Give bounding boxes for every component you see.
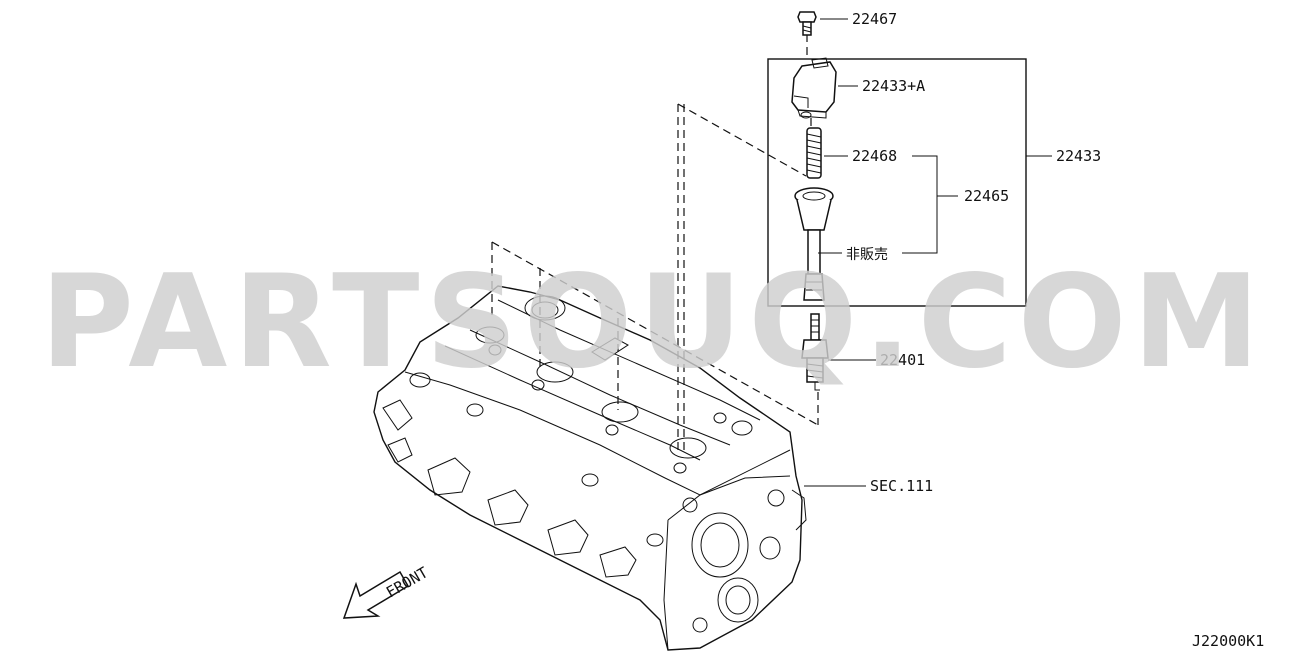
callout-22433a: 22433+A (862, 77, 925, 95)
cylinder-head (373, 285, 807, 651)
spring-22468 (806, 127, 822, 179)
boot-22465 (794, 187, 834, 301)
callout-22468: 22468 (852, 147, 897, 165)
coil-body-22433a (791, 57, 837, 119)
front-label: FRONT (383, 563, 431, 601)
diagram-code: J22000K1 (1192, 632, 1264, 650)
spark-plug-22401 (801, 313, 829, 391)
callout-22433: 22433 (1056, 147, 1101, 165)
callout-22467: 22467 (852, 10, 897, 28)
callout-22401: 22401 (880, 351, 925, 369)
bolt-22467 (797, 11, 817, 36)
leader-lines (804, 18, 1052, 487)
callout-22465: 22465 (964, 187, 1009, 205)
front-direction-arrow (342, 570, 410, 619)
ignition-coil-group-box (767, 58, 1027, 307)
callout-not-for-sale: 非販売 (846, 247, 888, 263)
callout-sec-111: SEC.111 (870, 477, 933, 495)
assembly-guide-lines (491, 34, 819, 455)
